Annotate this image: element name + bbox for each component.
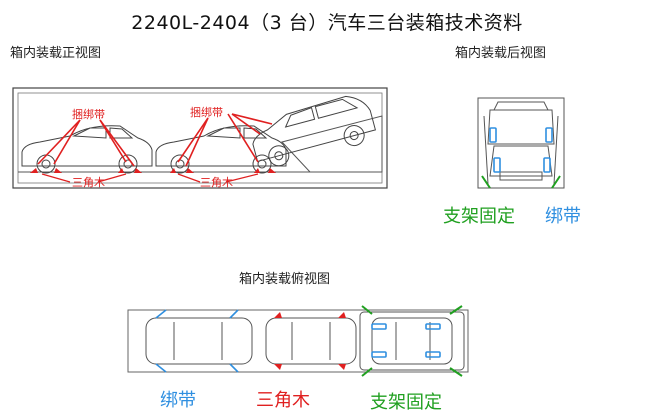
rear-view-caption: 箱内装载后视图 [455, 46, 547, 61]
rear-view-drawing [477, 97, 565, 189]
top-container-outline [127, 309, 469, 373]
container-outline [12, 87, 388, 189]
front-view-chocks [30, 168, 276, 173]
chock-label-2: 三角木 [200, 176, 233, 189]
car-2-front-wheel [170, 154, 190, 174]
top-view-drawing [127, 305, 469, 377]
top-view-chocks [274, 312, 346, 370]
rear-legend-bracket: 支架固定 [443, 206, 515, 227]
front-view-drawing: 捆绑带 捆绑带 三角木 三角木 [12, 87, 388, 189]
car-1 [21, 125, 153, 174]
rear-view-brackets [481, 175, 561, 189]
top-view-straps [155, 309, 441, 373]
loading-ramp [281, 115, 383, 173]
car-3-rear-wheel [343, 125, 365, 147]
rear-view-straps [489, 127, 553, 173]
car-1-front-wheel [36, 154, 56, 174]
car-3-front-wheel [268, 145, 290, 167]
document-title: 2240L-2404（3 台）汽车三台装箱技术资料 [131, 12, 523, 34]
front-view-caption: 箱内装载正视图 [10, 46, 102, 61]
car-2-rear-wheel [252, 154, 272, 174]
car-3 [252, 95, 377, 167]
top-car-2 [265, 317, 357, 365]
top-view-brackets [361, 305, 463, 377]
chock-pointers [41, 173, 259, 183]
lower-car [489, 145, 553, 177]
strap-label-2: 捆绑带 [190, 105, 223, 119]
rear-legend-strap: 绑带 [545, 206, 581, 227]
front-view-straps [37, 113, 273, 167]
strap-label-1: 捆绑带 [72, 107, 105, 121]
top-legend-chock: 三角木 [256, 390, 310, 411]
top-car-1 [145, 317, 253, 365]
top-view-caption: 箱内装载俯视图 [239, 272, 331, 287]
rear-container-outline [477, 97, 565, 189]
top-car-3 [359, 311, 465, 371]
chock-label-1: 三角木 [72, 176, 105, 189]
car-1-rear-wheel [118, 154, 138, 174]
car-2 [155, 125, 287, 174]
upper-car [487, 109, 555, 145]
top-legend-strap: 绑带 [160, 390, 196, 411]
top-legend-bracket: 支架固定 [370, 392, 442, 413]
